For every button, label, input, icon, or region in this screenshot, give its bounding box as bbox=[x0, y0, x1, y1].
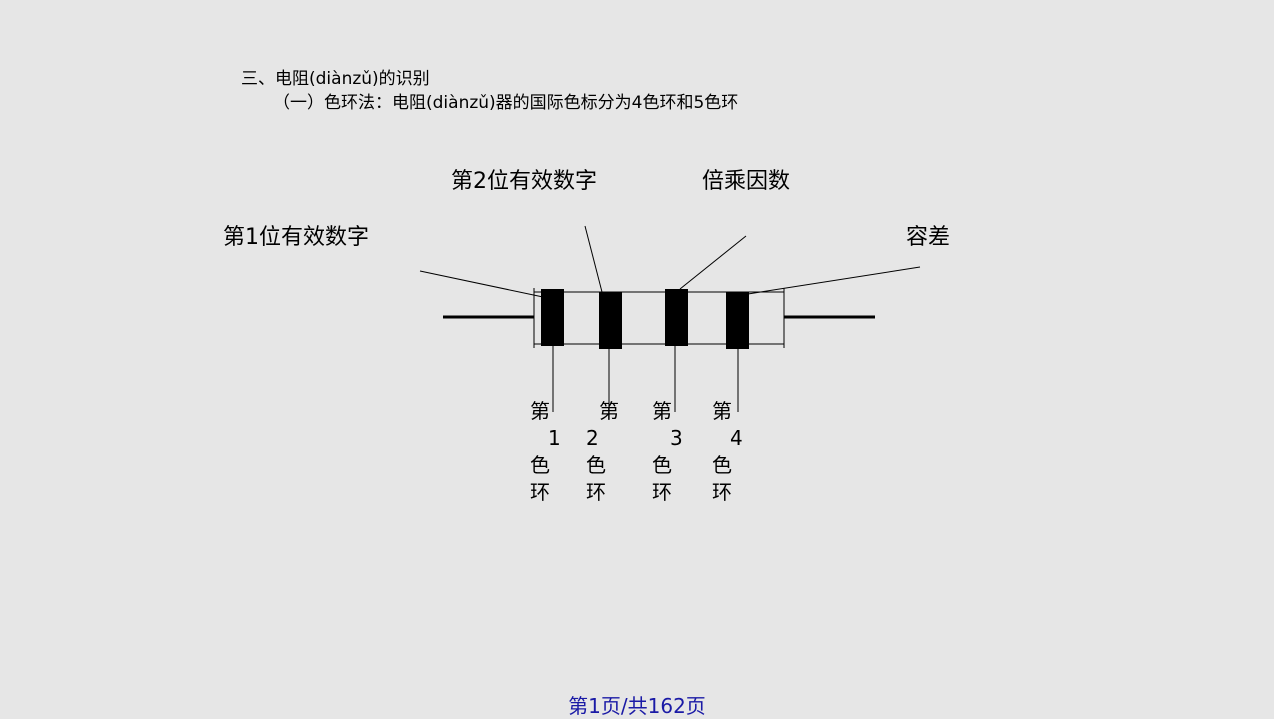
ring-label-line: 色 bbox=[586, 453, 606, 477]
ring-label-line: 色 bbox=[530, 453, 550, 477]
callout-first-digit: 第1位有效数字 bbox=[223, 225, 369, 250]
ring-label-number: 2 bbox=[586, 426, 599, 450]
page-indicator: 第1页/共162页 bbox=[568, 694, 706, 718]
ring-label-line: 第 bbox=[599, 399, 619, 423]
ring-label-2: 第 2 色 环 bbox=[586, 398, 619, 506]
callout-second-digit: 第2位有效数字 bbox=[451, 169, 597, 194]
color-band-3 bbox=[665, 289, 688, 346]
leader-digit1 bbox=[419, 270, 544, 298]
ring-label-line: 第 bbox=[712, 399, 732, 423]
color-band-1 bbox=[541, 289, 564, 346]
ring-label-line: 环 bbox=[652, 480, 672, 504]
ring-label-number: 4 bbox=[730, 426, 743, 450]
callout-tolerance: 容差 bbox=[906, 225, 951, 250]
ring-label-line: 第 bbox=[530, 399, 550, 423]
ring-label-1: 第 1 色 环 bbox=[530, 398, 561, 506]
leader-digit2 bbox=[584, 225, 603, 293]
ring-label-line: 色 bbox=[652, 453, 672, 477]
ring-label-line: 环 bbox=[712, 480, 732, 504]
color-band-4 bbox=[726, 292, 749, 349]
ring-label-3: 第 3 色 环 bbox=[652, 398, 683, 506]
leader-tolerance bbox=[747, 266, 921, 295]
ring-label-line: 第 bbox=[652, 399, 672, 423]
ring-label-4: 第 4 色 环 bbox=[712, 398, 743, 506]
ring-label-line: 环 bbox=[586, 480, 606, 504]
color-band-2 bbox=[599, 292, 622, 349]
ring-label-number: 3 bbox=[670, 426, 683, 450]
ring-label-line: 色 bbox=[712, 453, 732, 477]
ring-label-line: 环 bbox=[530, 480, 550, 504]
slide-subheading: （一）色环法：电阻(diànzǔ)器的国际色标分为4色环和5色环 bbox=[273, 93, 739, 113]
callout-multiplier: 倍乘因数 bbox=[702, 169, 791, 194]
leader-multiplier bbox=[679, 235, 747, 290]
ring-label-number: 1 bbox=[548, 426, 561, 450]
slide-heading: 三、电阻(diànzǔ)的识别 bbox=[241, 69, 430, 89]
